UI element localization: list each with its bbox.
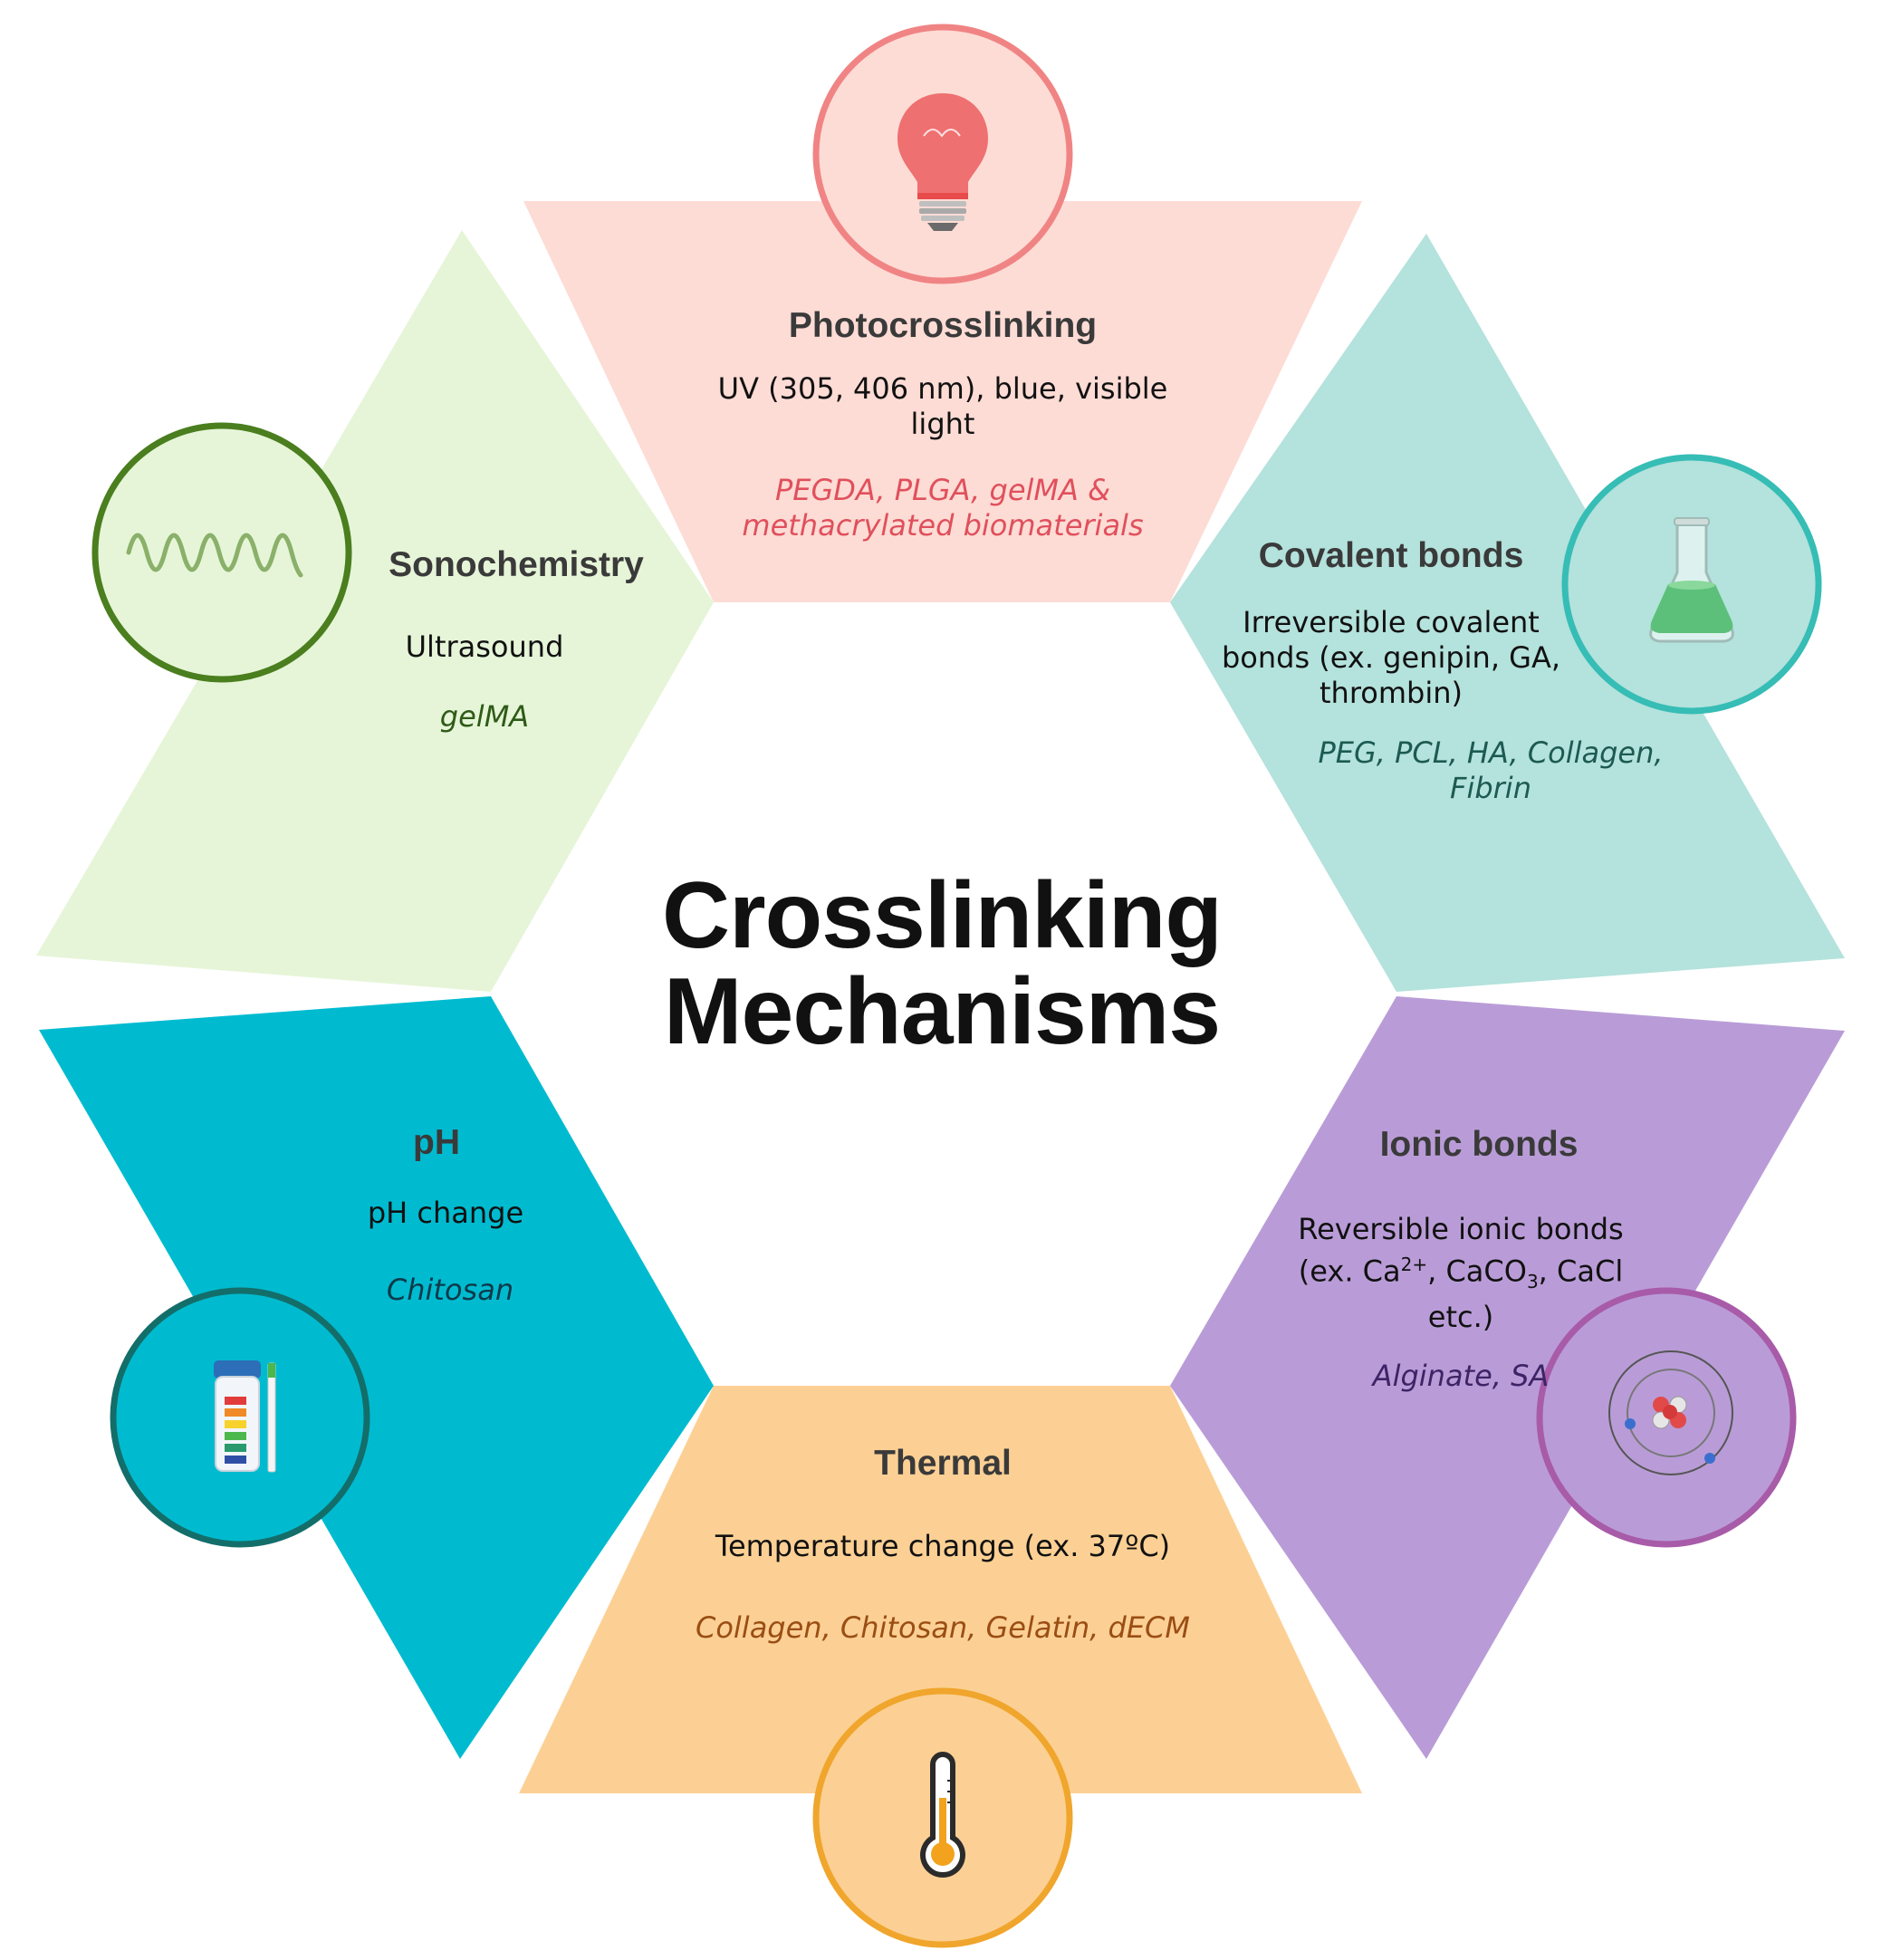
light-bulb-icon	[812, 24, 1073, 284]
ph-test-strip-icon	[110, 1287, 370, 1548]
thermal-title: Thermal	[874, 1444, 1012, 1483]
sonochemistry-description: Ultrasound	[405, 629, 564, 664]
covalent-bonds-materials: PEG, PCL, HA, Collagen, Fibrin	[1318, 735, 1664, 805]
ionic-bonds-segment	[1170, 996, 1845, 1759]
ionic-description-line-2: (ex. Ca2+, CaCO3, CaCl	[1298, 1254, 1624, 1293]
caco-subscript: 3	[1526, 1271, 1539, 1293]
photocrosslinking-title: Photocrosslinking	[788, 306, 1098, 345]
ionic-description-line-3: etc.)	[1427, 1300, 1494, 1335]
ca-superscript: 2+	[1400, 1254, 1428, 1275]
covalent-bonds-description: Irreversible covalent bonds (ex. genipin…	[1221, 605, 1561, 710]
atom-icon	[1536, 1287, 1797, 1548]
sound-wave-icon	[91, 422, 352, 683]
thermometer-icon	[812, 1687, 1073, 1948]
sonochemistry-materials: gelMA	[439, 699, 530, 734]
thermal-segment	[519, 1386, 1362, 1793]
photocrosslinking-segment	[523, 201, 1362, 602]
ionic-bonds-materials: Alginate, SA	[1372, 1359, 1550, 1393]
ph-materials: Chitosan	[386, 1273, 514, 1307]
ionic-description-line-1: Reversible ionic bonds	[1298, 1212, 1624, 1246]
photocrosslinking-description: UV (305, 406 nm), blue, visible light	[717, 371, 1168, 441]
covalent-bonds-segment	[1170, 234, 1845, 992]
ionic-bonds-description: Reversible ionic bonds (ex. Ca2+, CaCO3,…	[1234, 1212, 1687, 1335]
flask-icon	[1561, 454, 1822, 715]
thermal-description: Temperature change (ex. 37ºC)	[715, 1529, 1171, 1563]
ph-title: pH	[413, 1123, 460, 1162]
covalent-bonds-title: Covalent bonds	[1258, 536, 1524, 575]
thermal-materials: Collagen, Chitosan, Gelatin, dECM	[695, 1610, 1190, 1645]
sonochemistry-title: Sonochemistry	[389, 545, 644, 584]
center-title: Crosslinking Mechanisms	[662, 863, 1223, 1064]
ionic-bonds-title: Ionic bonds	[1379, 1125, 1579, 1164]
ph-segment	[39, 996, 714, 1759]
photocrosslinking-materials: PEGDA, PLGA, gelMA & methacrylated bioma…	[742, 473, 1144, 543]
sonochemistry-segment	[36, 230, 714, 992]
ph-description: pH change	[367, 1196, 524, 1230]
